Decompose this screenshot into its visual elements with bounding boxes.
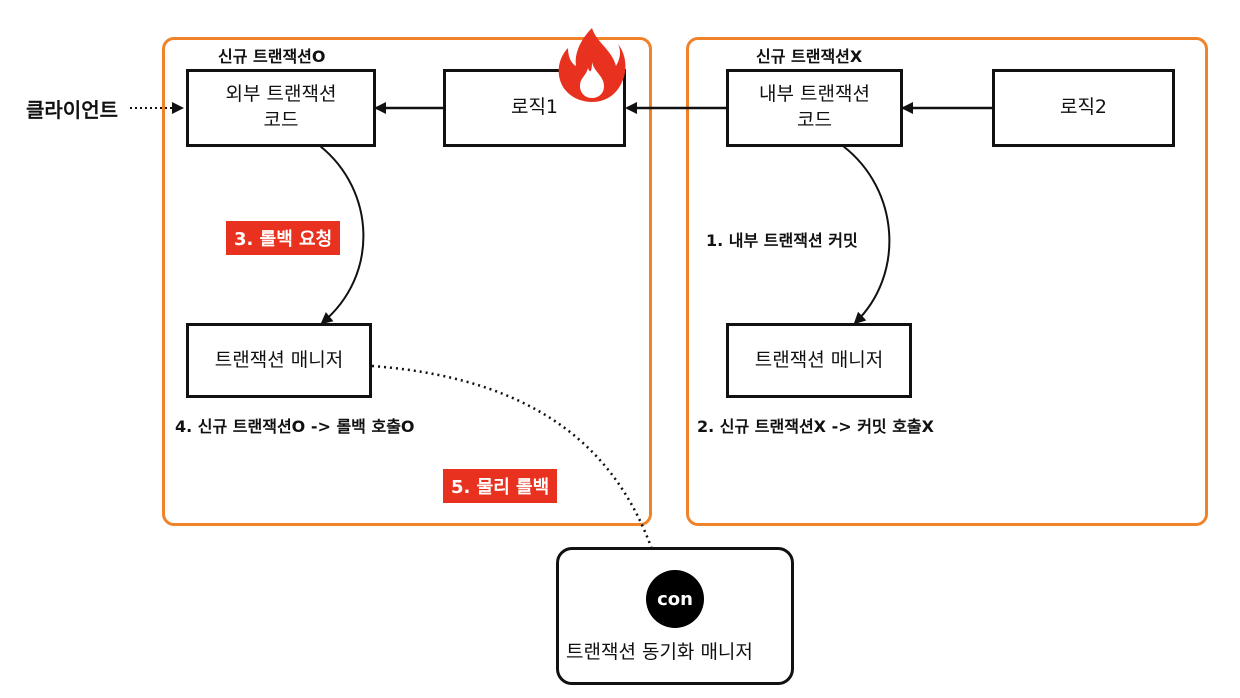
- client-label: 클라이언트: [26, 98, 118, 122]
- inner-commit-label: 1. 내부 트랜잭션 커밋: [706, 231, 858, 250]
- left-note: 4. 신규 트랜잭션O -> 롤백 호출O: [175, 417, 415, 436]
- inner-transaction-code-box: 내부 트랜잭션 코드: [726, 69, 903, 147]
- right-tx-manager-box: 트랜잭션 매니저: [726, 323, 912, 398]
- left-frame: [162, 37, 652, 526]
- commit-curve-arrow: [842, 145, 891, 325]
- logic2-box: 로직2: [992, 69, 1175, 147]
- fire-icon: [558, 28, 626, 102]
- physical-rollback-tag: 5. 물리 롤백: [443, 469, 558, 503]
- connection-circle: con: [646, 570, 704, 628]
- sync-manager-label: 트랜잭션 동기화 매니저: [566, 641, 753, 663]
- rollback-request-tag: 3. 롤백 요청: [226, 221, 341, 255]
- right-note: 2. 신규 트랜잭션X -> 커밋 호출X: [697, 417, 934, 436]
- left-frame-title: 신규 트랜잭션O: [218, 47, 326, 66]
- right-frame: [686, 37, 1208, 526]
- outer-transaction-code-box: 외부 트랜잭션 코드: [186, 69, 376, 147]
- left-tx-manager-box: 트랜잭션 매니저: [186, 323, 372, 398]
- right-frame-title: 신규 트랜잭션X: [756, 47, 863, 66]
- rollback-curve-arrow: [319, 145, 365, 325]
